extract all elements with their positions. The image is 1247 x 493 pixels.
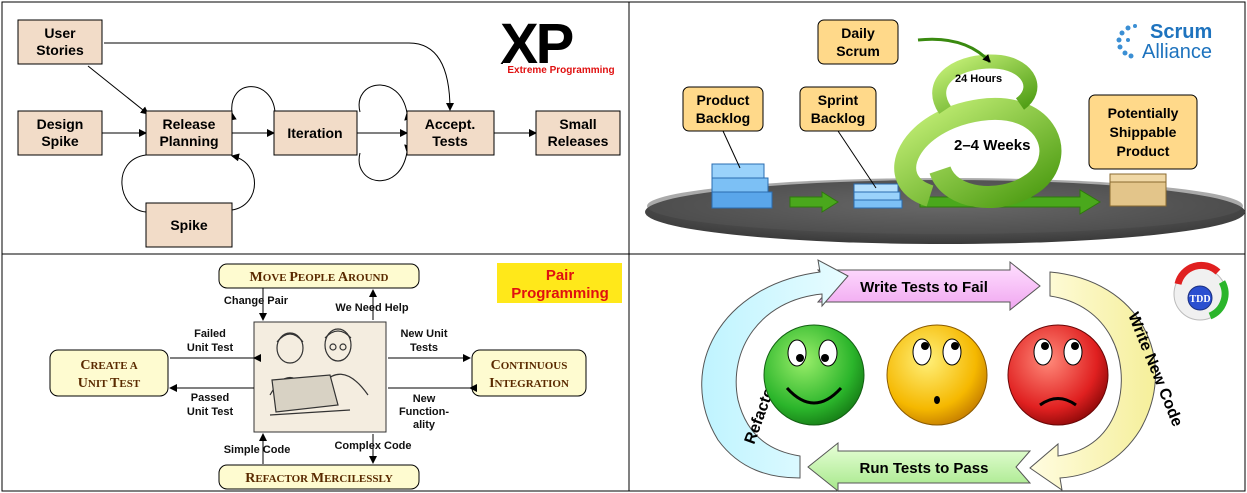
xp-logo: XP Extreme Programming: [500, 12, 620, 77]
confused-face-icon: [886, 324, 988, 426]
svg-text:Run Tests to Pass: Run Tests to Pass: [860, 460, 989, 477]
hours-label: 24 Hours: [955, 73, 1002, 85]
write-tests-fail-arrow: Write Tests to Fail: [816, 260, 1041, 312]
svg-text:Alliance: Alliance: [1142, 41, 1212, 63]
sad-face-icon: [1007, 324, 1109, 426]
svg-text:Spike: Spike: [170, 217, 208, 233]
svg-text:We Need Help: We Need Help: [335, 302, 408, 314]
svg-text:Scrum: Scrum: [1150, 21, 1212, 43]
xp-arrows: [87, 42, 537, 213]
sprint-spiral: [894, 37, 1062, 208]
pair-arrows: [169, 288, 477, 464]
product-box: [1109, 173, 1167, 207]
pair-programmers-illustration: [253, 321, 387, 433]
svg-text:Extreme Programming: Extreme Programming: [507, 65, 614, 76]
svg-text:Simple Code: Simple Code: [224, 444, 291, 456]
run-tests-pass-arrow: Run Tests to Pass: [807, 441, 1032, 493]
tdd-quadrant: TDD Write Tests to Fail Run Tests to Pas…: [701, 259, 1229, 493]
tdd-logo: TDD: [1173, 261, 1229, 321]
svg-text:Complex Code: Complex Code: [334, 440, 411, 452]
refactor-mercilessly-box: REFACTOR MERCILESSLY: [218, 464, 420, 490]
accept-tests-box: Accept.Tests: [406, 110, 495, 156]
spike-box: Spike: [145, 202, 233, 248]
sprint-backlog-stack: [853, 183, 903, 209]
svg-text:Change Pair: Change Pair: [224, 295, 289, 307]
svg-text:Write Tests to Fail: Write Tests to Fail: [860, 279, 988, 296]
weeks-label: 2–4 Weeks: [954, 137, 1030, 154]
happy-face-icon: [763, 324, 865, 426]
scrum-alliance-logo: Scrum Alliance: [1116, 21, 1212, 63]
svg-text:TDD: TDD: [1189, 294, 1210, 305]
iteration-box: Iteration: [273, 110, 358, 156]
logo-dots-icon: [1116, 24, 1137, 59]
product-backlog-stack: [711, 163, 773, 209]
svg-text:Iteration: Iteration: [287, 125, 342, 141]
svg-text:Accept.Tests: Accept.Tests: [425, 116, 476, 149]
move-people-around-box: MOVE PEOPLE AROUND: [218, 263, 420, 289]
svg-text:MOVE PEOPLE AROUND: MOVE PEOPLE AROUND: [250, 270, 389, 285]
svg-text:REFACTOR MERCILESSLY: REFACTOR MERCILESSLY: [245, 471, 393, 486]
